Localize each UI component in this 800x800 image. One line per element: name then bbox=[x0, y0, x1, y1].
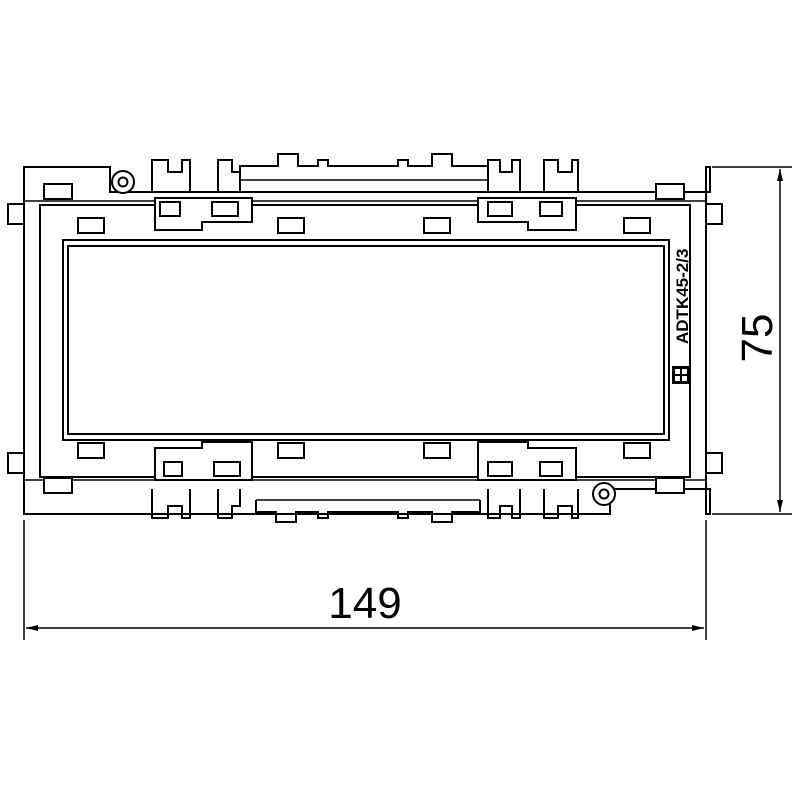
small-windows bbox=[77, 217, 651, 459]
brand-logo bbox=[672, 366, 690, 384]
window-opening bbox=[67, 245, 665, 435]
width-dimension-label: 149 bbox=[328, 579, 401, 628]
width-dimension: 149 bbox=[23, 520, 707, 640]
top-clips bbox=[154, 197, 577, 231]
inner-border bbox=[39, 204, 691, 478]
window-frame bbox=[62, 239, 670, 441]
side-pins bbox=[7, 183, 723, 494]
part-label: ADTK45-2/3 bbox=[673, 249, 692, 344]
top-latch-strip bbox=[151, 153, 579, 192]
bottom-latch-strip bbox=[151, 489, 579, 523]
bottom-clips bbox=[154, 441, 577, 481]
frame-body bbox=[23, 166, 711, 515]
height-dimension-label: 75 bbox=[733, 314, 782, 363]
height-dimension: 75 bbox=[712, 166, 792, 515]
mounting-holes bbox=[111, 170, 616, 506]
